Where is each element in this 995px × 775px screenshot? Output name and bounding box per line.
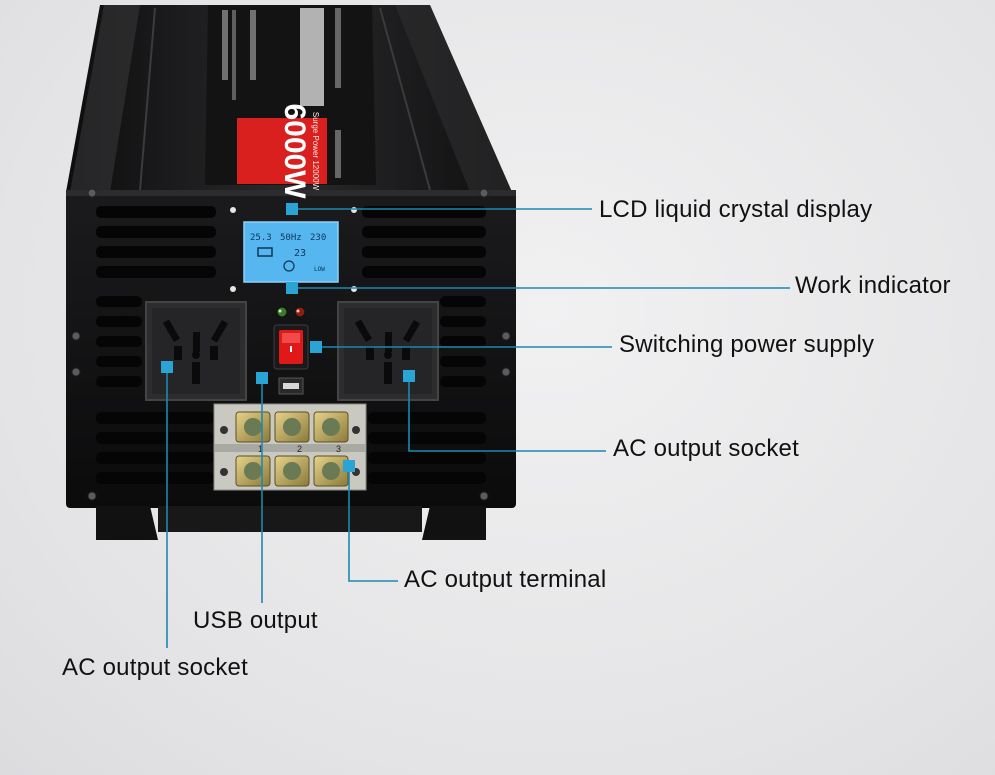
lcd-screen [243, 221, 339, 283]
lcd-line1-mid: 50Hz [280, 233, 302, 243]
inverter-top-housing [66, 5, 512, 192]
callout-lcd-display: LCD liquid crystal display [599, 196, 873, 223]
callout-usb-output: USB output [193, 607, 318, 634]
chinese-label-text [222, 8, 341, 178]
ac-socket-right [337, 301, 439, 401]
rocker-switch [273, 324, 309, 370]
lcd-low-tag: LOW [314, 266, 325, 273]
surge-power-text: Surge Power 12000W [311, 112, 320, 191]
callout-ac-output-socket-right: AC output socket [613, 435, 799, 462]
left-vent-slots [96, 206, 216, 484]
marker-lcd [286, 203, 298, 215]
work-indicator-leds [276, 306, 306, 318]
leader-markers [161, 203, 415, 472]
inverter-front-panel [66, 188, 516, 540]
power-badge [237, 118, 327, 184]
power-badge-text: 6000W [278, 103, 311, 199]
marker-ac-socket-right [403, 370, 415, 382]
callout-work-indicator: Work indicator [795, 272, 951, 299]
leader-ac-socket-right [408, 376, 606, 452]
ac-output-terminal-block [213, 403, 367, 491]
marker-ac-terminal [343, 460, 355, 472]
terminal-number-1: 1 [258, 444, 263, 454]
lcd-line1-right: 230 [310, 233, 326, 243]
lcd-line2: 23 [294, 248, 306, 259]
callout-switching-power-supply: Switching power supply [619, 331, 875, 358]
ac-socket-left [145, 301, 247, 401]
terminal-number-2: 2 [297, 444, 302, 454]
panel-screws [71, 188, 511, 501]
marker-usb-output [256, 372, 268, 384]
callout-ac-output-terminal: AC output terminal [404, 566, 607, 593]
marker-work-indicator [286, 282, 298, 294]
leader-ac-terminal [348, 466, 398, 582]
lcd-line1-left: 25.3 [250, 233, 272, 243]
leader-lines [166, 208, 790, 648]
usb-port [278, 377, 304, 395]
marker-ac-socket-left [161, 361, 173, 373]
callout-ac-output-socket-left: AC output socket [62, 654, 248, 681]
terminal-number-3: 3 [336, 444, 341, 454]
marker-switching-power [310, 341, 322, 353]
